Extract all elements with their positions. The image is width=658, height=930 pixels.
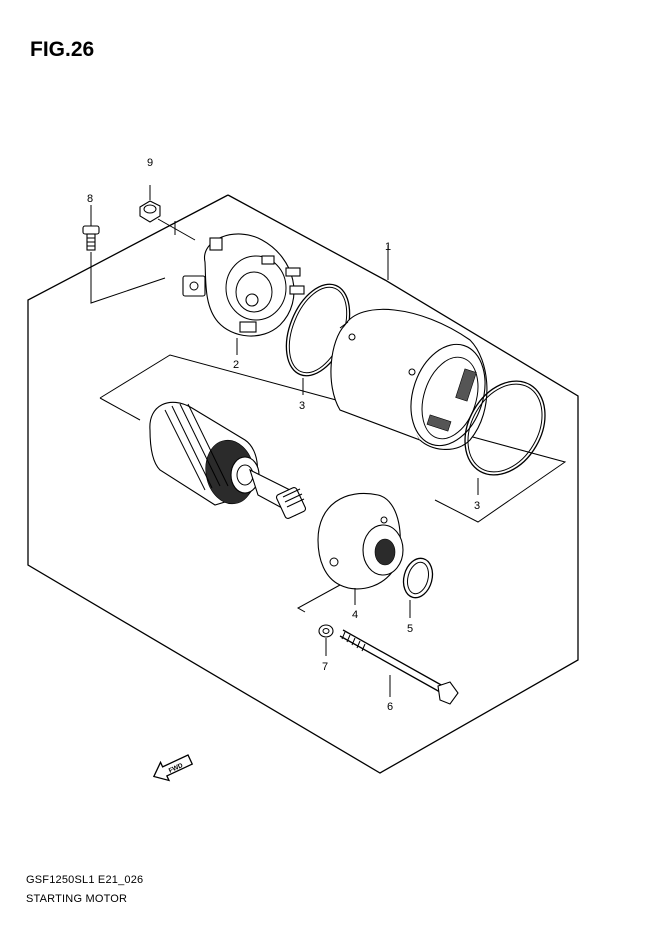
callout-2: 2 [233,359,239,371]
callout-3-front: 3 [474,500,480,512]
callout-6: 6 [387,701,393,713]
callout-1: 1 [385,241,391,253]
part-3-o-ring-front [464,380,546,495]
callout-4: 4 [352,609,358,621]
callout-5: 5 [407,623,413,635]
drawing-name: STARTING MOTOR [26,893,128,905]
part-1-motor-housing [330,245,488,450]
armature-commutator-lines [164,403,229,491]
part-5-o-ring [402,557,434,618]
part-2-brush-holder [182,233,305,355]
callout-3-rear: 3 [299,400,305,412]
part-7-washer [318,624,334,656]
part-9-nut [139,185,196,241]
callout-9: 9 [147,157,153,169]
part-6-through-bolt [339,629,459,705]
callout-8: 8 [87,193,93,205]
part-4-front-cover [296,492,404,613]
armature-group-outline [99,354,567,523]
assembly-outline [27,194,579,774]
drawing-code: GSF1250SL1 E21_026 [26,874,144,886]
fwd-arrow-icon: FWD [152,754,194,782]
part-8-bolt [82,205,166,304]
figure-title: FIG.26 [30,38,95,61]
callout-7: 7 [322,661,328,673]
armature [149,401,307,519]
